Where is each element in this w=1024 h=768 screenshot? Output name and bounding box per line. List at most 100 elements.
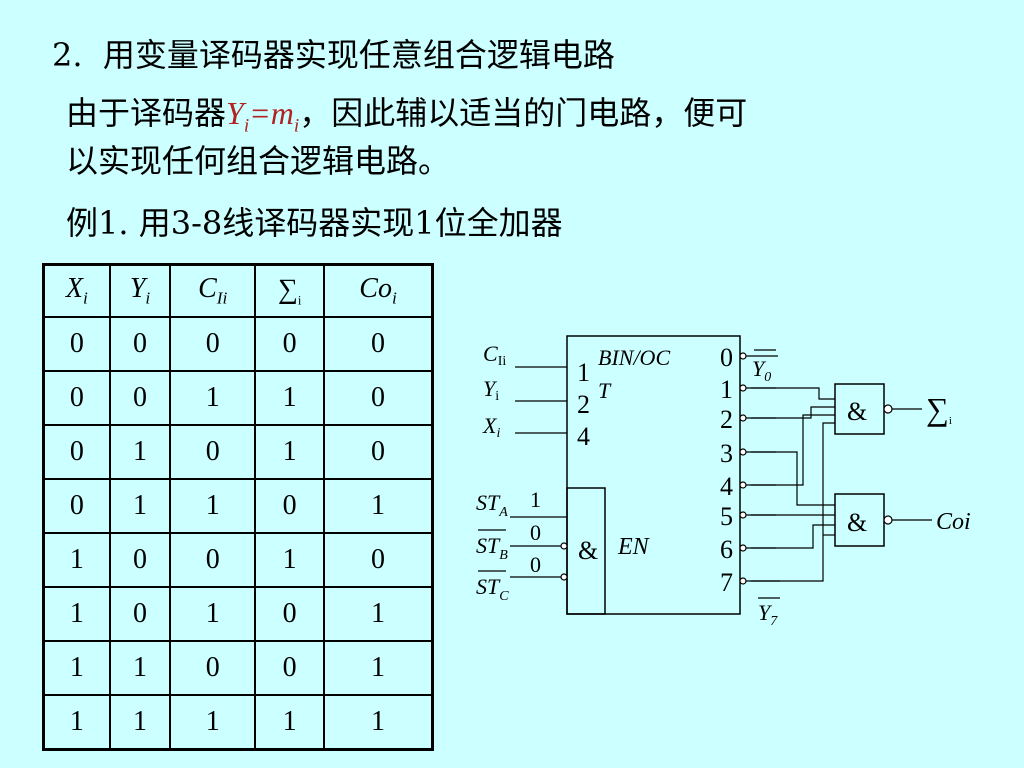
paragraph-text-before: 由于译码器 [66,94,227,132]
header-xi: Xi [42,263,111,318]
table-cell: 1 [323,694,434,751]
table-cell: 1 [42,694,111,751]
output-number-5: 5 [720,502,733,531]
table-cell: 0 [169,532,257,588]
enable-subblock [566,487,606,615]
output-number-7: 7 [720,568,733,597]
table-cell: 1 [42,640,111,696]
output-bubble-0 [739,352,747,360]
enable-label-sta: STA [476,490,508,520]
table-cell: 1 [169,478,257,534]
input-weight-2: 2 [577,390,590,419]
table-cell: 1 [323,478,434,534]
title-text: 用变量译码器实现任意组合逻辑电路 [102,36,615,74]
enable-value-stc: 0 [530,552,541,577]
output-bubble-2 [739,414,747,422]
table-cell: 0 [108,316,172,372]
output-bubble-3 [739,448,747,456]
header-coi: Coi [323,263,434,318]
paragraph-line-2: 以实现任何组合逻辑电路。 [66,136,450,182]
gate-wiring [751,387,835,582]
wire-y3-carry [751,451,835,506]
output-bubble-7 [739,577,747,585]
table-cell: 1 [108,640,172,696]
input-label-xi: Xi [482,413,500,441]
enable-gate-symbol: & [578,536,598,565]
formula-m-sub: i [293,115,300,137]
sum-output-label: ∑i [926,391,952,427]
carry-gate-symbol: & [847,508,867,537]
sum-gate-bubble [883,404,893,414]
table-cell: 0 [108,532,172,588]
enable-label-stc: STC [476,574,509,604]
table-cell: 1 [323,586,434,642]
block-label-bin-oct: BIN/OC [598,345,670,370]
enable-bubble-stc [560,573,568,581]
table-cell: 1 [323,640,434,696]
table-cell: 0 [254,478,326,534]
carry-output-label: Coi [936,509,971,535]
paragraph-text-after: ，因此辅以适当的门电路，便可 [299,94,748,132]
output-number-1: 1 [720,375,733,404]
block-label-t: T [598,378,612,403]
output-numbers: 0 12 3 45 6 7 [720,343,733,597]
table-cell: 0 [169,424,257,480]
enable-value-sta: 1 [530,487,541,512]
example-heading: 例1. 用3-8线译码器实现1位全加器 [66,198,563,244]
truth-table-header-row: Xi Yi CIi ∑i Coi [42,263,434,318]
output-bubble-1 [739,384,747,392]
table-cell: 1 [254,532,326,588]
table-cell: 0 [42,316,111,372]
paragraph-line-2-text: 以实现任何组合逻辑电路。 [66,142,451,180]
sum-gate-symbol: & [847,397,867,426]
output-number-4: 4 [720,472,733,501]
table-cell: 1 [254,424,326,480]
table-cell: 0 [254,640,326,696]
decoder-block [566,335,741,615]
header-yi: Yi [108,263,172,318]
table-cell: 1 [254,370,326,426]
carry-gate-bubble [883,515,893,525]
table-cell: 1 [254,694,326,751]
output-bubble-6 [739,544,747,552]
formula-eq-m: =m [249,95,294,131]
table-cell: 0 [42,370,111,426]
slide-title: 2. 用变量译码器实现任意组合逻辑电路 [52,30,615,76]
formula-y: Y [226,95,244,131]
y0-label: Y0 [752,356,771,385]
table-cell: 0 [108,586,172,642]
table-cell: 1 [42,532,111,588]
output-number-3: 3 [720,439,733,468]
enable-value-stb: 0 [530,520,541,545]
table-cell: 1 [108,694,172,751]
header-sum: ∑i [254,263,326,318]
table-cell: 0 [254,586,326,642]
example-text: 例1. 用3-8线译码器实现1位全加器 [66,204,563,242]
output-number-6: 6 [720,535,733,564]
output-number-2: 2 [720,405,733,434]
output-number-0: 0 [720,343,733,372]
formula-y-sub: i [243,115,250,137]
input-weight-4: 4 [577,422,590,451]
wire-y2-sum [751,406,835,419]
input-label-yi: Yi [483,376,499,404]
input-label-ci: CIi [483,341,506,369]
table-cell: 0 [169,316,257,372]
table-cell: 0 [323,424,434,480]
wire-y4-sum [751,414,835,486]
table-cell: 1 [42,586,111,642]
title-number: 2. [52,36,83,74]
enable-bubble-stb [560,542,568,550]
table-cell: 0 [108,370,172,426]
table-cell: 1 [108,424,172,480]
wire-y1-sum [751,387,835,400]
